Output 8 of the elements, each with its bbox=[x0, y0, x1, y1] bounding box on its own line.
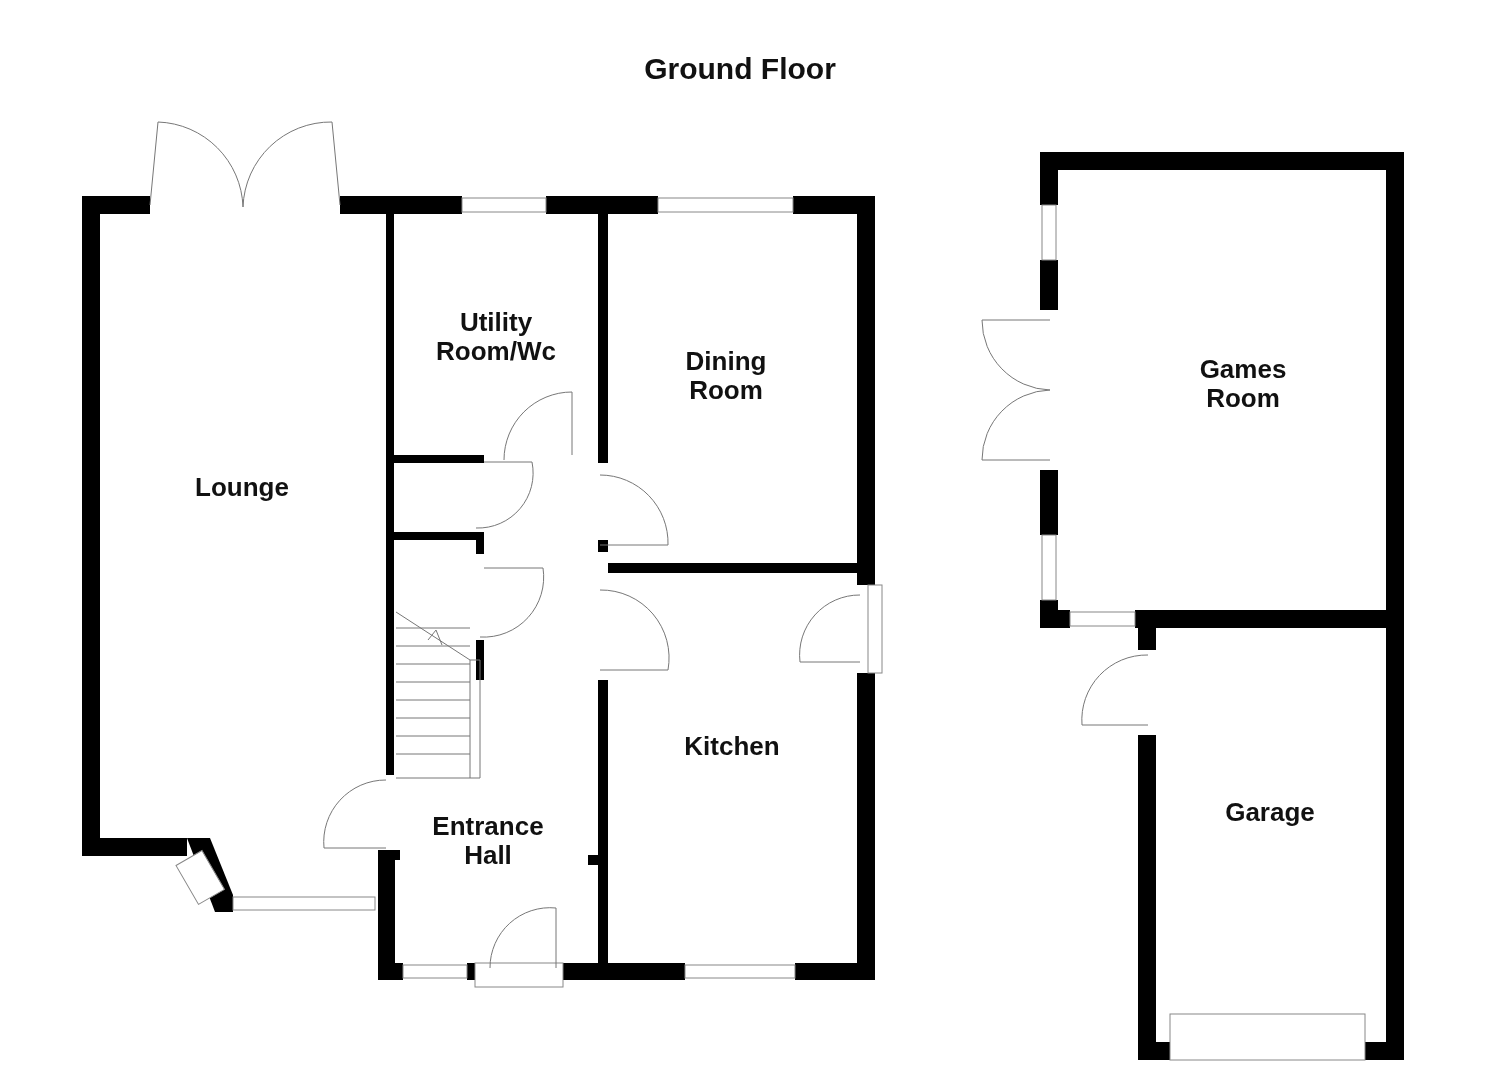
room-label: Entrance Hall bbox=[431, 812, 545, 870]
plan-title: Ground Floor bbox=[644, 52, 836, 86]
room-label: Garage bbox=[1224, 798, 1316, 827]
room-label: Kitchen bbox=[683, 732, 781, 761]
room-label: Utility Room/Wc bbox=[435, 308, 557, 366]
room-label: Lounge bbox=[194, 473, 290, 502]
room-label: Dining Room bbox=[684, 347, 768, 405]
room-label: Games Room bbox=[1198, 355, 1288, 413]
